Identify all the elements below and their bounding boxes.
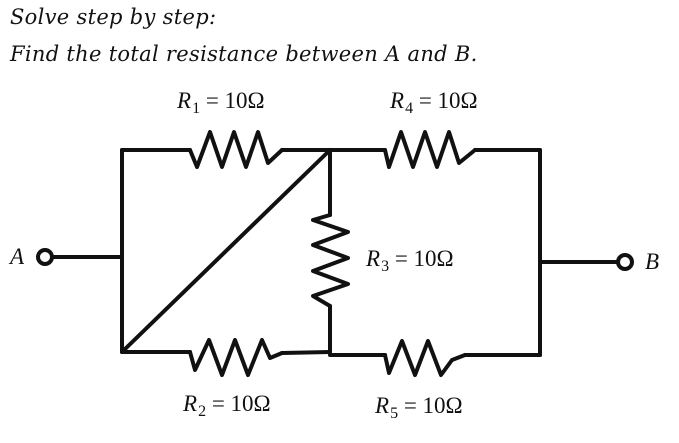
r2-subscript: 2	[198, 403, 207, 420]
wire-bottom-left-2	[280, 350, 332, 355]
resistor-r5-zigzag	[383, 339, 467, 377]
r1-symbol: R	[177, 88, 192, 113]
terminal-a-node[interactable]	[36, 248, 54, 266]
r3-symbol: R	[366, 246, 381, 271]
wire-diagonal	[120, 148, 332, 354]
resistor-r1-zigzag	[188, 130, 284, 169]
r1-value: = 10Ω	[205, 88, 265, 113]
r2-value: = 10Ω	[211, 391, 271, 416]
resistor-r2-label: R2 = 10Ω	[183, 391, 271, 421]
problem-line-1: Solve step by step:	[10, 5, 217, 29]
r4-value: = 10Ω	[418, 88, 478, 113]
r1-subscript: 1	[192, 100, 201, 117]
resistor-r5-label: R5 = 10Ω	[375, 393, 463, 423]
terminal-a-label: A	[10, 244, 25, 269]
r3-value: = 10Ω	[394, 246, 454, 271]
r5-subscript: 5	[390, 405, 399, 422]
resistor-r4-zigzag	[383, 130, 477, 169]
resistor-r3-zigzag	[311, 213, 350, 308]
resistor-r1-label: R1 = 10Ω	[177, 88, 265, 118]
resistor-r3-label: R3 = 10Ω	[366, 246, 454, 276]
terminal-b-node[interactable]	[616, 253, 634, 271]
r5-symbol: R	[375, 393, 390, 418]
problem-line-2: Find the total resistance between A and …	[10, 42, 478, 66]
resistor-r2-zigzag	[188, 338, 284, 377]
r3-subscript: 3	[381, 258, 390, 275]
resistor-r4-label: R4 = 10Ω	[390, 88, 478, 118]
r5-value: = 10Ω	[403, 393, 463, 418]
r4-symbol: R	[390, 88, 405, 113]
r4-subscript: 4	[405, 100, 414, 117]
terminal-b-label: B	[645, 249, 660, 274]
r2-symbol: R	[183, 391, 198, 416]
